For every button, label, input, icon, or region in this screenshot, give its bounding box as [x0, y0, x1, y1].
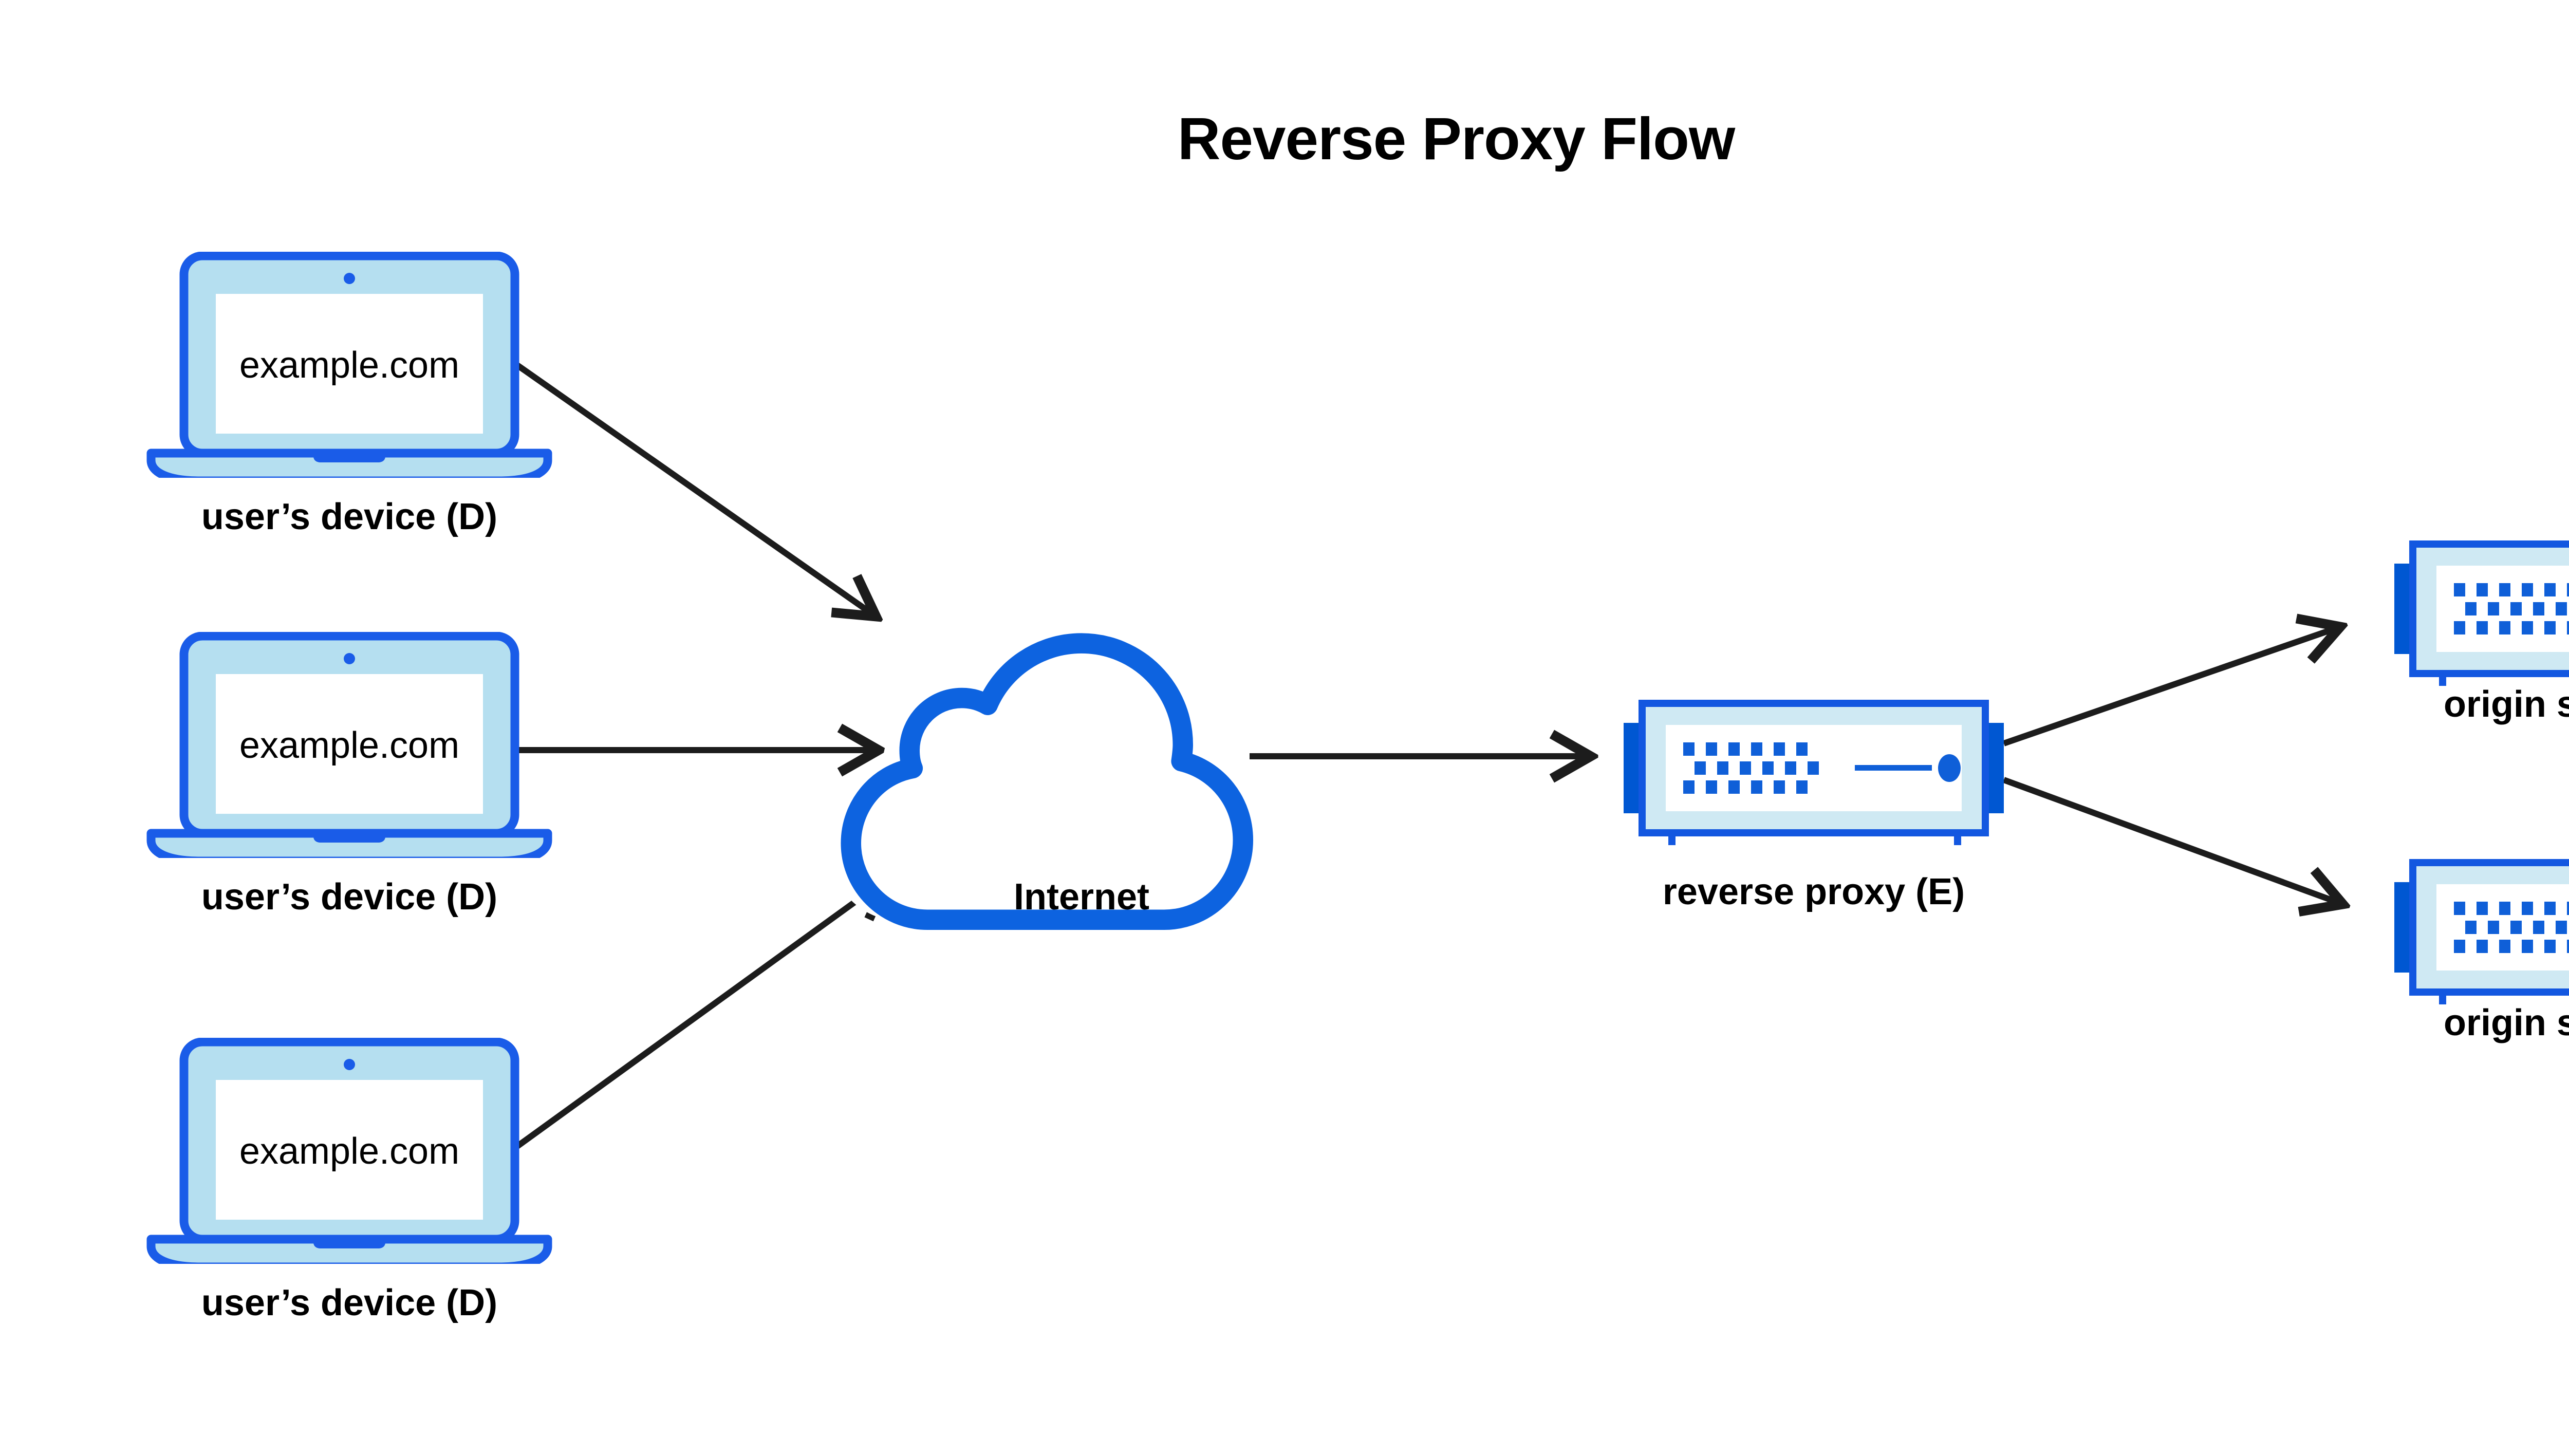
node-origin-2[interactable]: origin server (F): [2394, 863, 2569, 1043]
server-icon: [1624, 703, 2004, 855]
node-label-origin-1: origin server (F): [2444, 684, 2569, 725]
laptop-screen-text: example.com: [239, 1131, 459, 1172]
node-label-internet: Internet: [1014, 876, 1149, 918]
node-origin-1[interactable]: origin server (F): [2394, 544, 2569, 725]
edge-client1-internet: [512, 360, 876, 617]
server-icon: [2394, 863, 2569, 1015]
node-client-1[interactable]: example.com user’s device (D): [151, 256, 548, 537]
page-title: Reverse Proxy Flow: [1178, 105, 1736, 172]
laptop-screen-text: example.com: [239, 725, 459, 766]
edge-client3-internet: [512, 879, 887, 1151]
node-label-client-1: user’s device (D): [201, 496, 497, 537]
node-internet[interactable]: Internet: [829, 633, 1254, 930]
node-label-reverse-proxy: reverse proxy (E): [1663, 871, 1965, 912]
laptop-screen-text: example.com: [239, 345, 459, 386]
node-label-origin-2: origin server (F): [2444, 1002, 2569, 1043]
cloud-icon: [829, 633, 1254, 930]
node-client-3[interactable]: example.com user’s device (D): [151, 1042, 548, 1323]
node-reverse-proxy[interactable]: reverse proxy (E): [1624, 703, 2004, 912]
node-label-client-3: user’s device (D): [201, 1282, 497, 1323]
edges-layer: [512, 360, 2343, 1151]
server-icon: [2394, 544, 2569, 696]
node-client-2[interactable]: example.com user’s device (D): [151, 636, 548, 918]
edge-proxy-origin1: [2003, 627, 2340, 746]
edge-proxy-origin2: [2002, 777, 2343, 904]
node-label-client-2: user’s device (D): [201, 876, 497, 918]
